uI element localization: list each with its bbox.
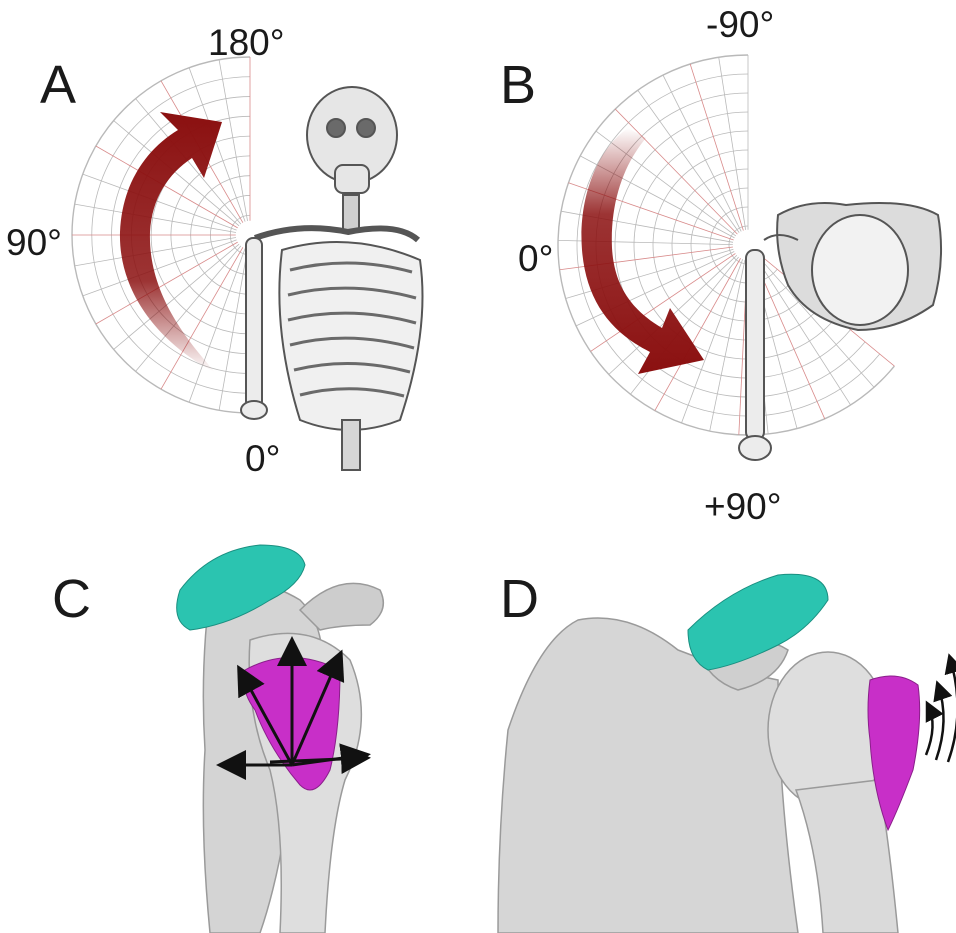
panel-d-figure [478,530,956,933]
angle-label-top-a: 180° [208,24,285,61]
panel-b: B -90° 0° +90° [478,0,956,530]
grid-spoke [219,60,247,221]
grid-spoke [75,204,236,232]
grid-spoke [690,64,743,231]
panel-letter-b: B [500,58,536,112]
rotation-arrow-b [581,128,704,374]
polar-grid-a [72,57,250,413]
angle-label-bottom-a: 0° [245,440,280,477]
panel-letter-c: C [52,572,91,626]
grid-spoke [710,260,745,431]
scapula-humerus-lateral [498,618,898,933]
panel-letter-d: D [500,572,539,626]
panel-c: C [0,530,478,933]
angle-label-side-a: 90° [6,224,62,261]
grid-spoke [219,249,247,410]
shoulder-top-view [739,203,941,460]
rotation-indicator-arrows-d [926,658,956,762]
panel-a: A 180° 90° 0° [0,0,478,510]
grid-spoke [615,109,737,234]
angle-label-side-b: 0° [518,240,553,277]
grid-spoke [638,90,739,232]
panel-d: D [478,530,956,933]
angle-label-top-b: -90° [706,6,774,43]
panel-letter-a: A [40,58,76,112]
skeleton-illustration [241,87,423,470]
angle-label-bottom-b: +90° [704,488,782,525]
grid-spoke [663,75,741,231]
grid-spoke [719,57,746,230]
grid-spoke [75,237,236,265]
